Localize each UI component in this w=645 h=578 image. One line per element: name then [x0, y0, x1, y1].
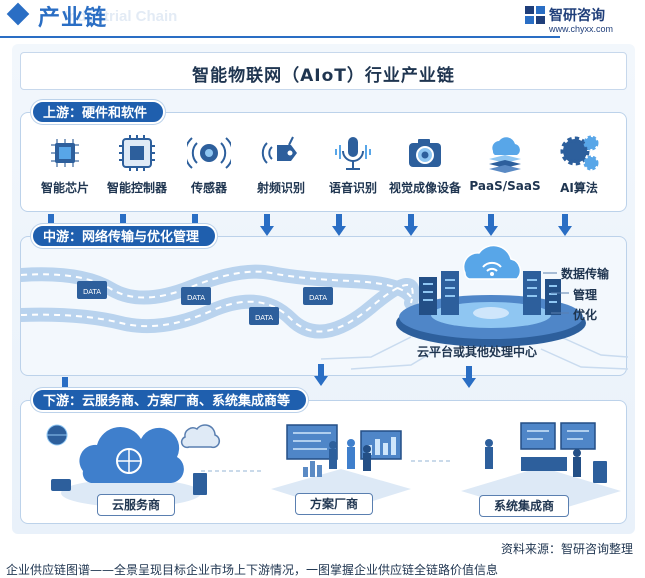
- cloud-stack-icon: [489, 137, 521, 173]
- footer-tagline: 企业供应链图谱——全景呈现目标企业市场上下游情况，一图掌握企业供应链全链路价值信…: [6, 563, 499, 577]
- sensor-icon: [187, 137, 231, 169]
- brand-logo-icon: [525, 6, 545, 24]
- upstream-item-paas: PaaS/SaaS: [465, 131, 545, 193]
- feature-label: 数据传输: [561, 267, 610, 281]
- ai-gear-icon: [560, 135, 599, 171]
- downstream-item-solution-vendor: 方案厂商: [295, 493, 374, 515]
- rfid-icon: [261, 136, 297, 164]
- upstream-item-sensor: 传感器: [169, 131, 249, 196]
- data-packet-icon: DATA: [249, 307, 279, 325]
- down-arrow-icon: [332, 214, 346, 236]
- upstream-item-label: AI算法: [560, 181, 598, 195]
- center-label: 云平台或其他处理中心: [417, 345, 538, 359]
- upstream-item-chip: 智能芯片: [25, 131, 105, 196]
- source-note: 资料来源：智研咨询整理: [500, 542, 633, 556]
- controller-icon: [119, 135, 155, 171]
- brand-name: 智研咨询: [549, 8, 605, 24]
- upstream-item-label: 智能控制器: [106, 181, 167, 195]
- cloud-service-illustration: [46, 424, 221, 507]
- upstream-item-label: PaaS/SaaS: [469, 179, 541, 193]
- down-arrow-icon: [558, 214, 572, 236]
- data-packet-icon: DATA: [181, 287, 211, 305]
- upstream-tag: 上游：硬件和软件: [31, 100, 166, 124]
- diamond-icon: [6, 2, 30, 26]
- main-title: 智能物联网（AIoT）行业产业链: [192, 66, 455, 86]
- upstream-item-label: 射频识别: [256, 181, 305, 195]
- data-packet-label: DATA: [309, 294, 327, 302]
- down-arrow-icon: [462, 366, 476, 388]
- upstream-section: 上游：硬件和软件 智能芯片: [20, 100, 627, 212]
- upstream-item-label: 智能芯片: [40, 181, 89, 195]
- data-packet-label: DATA: [83, 288, 101, 296]
- down-arrow-icon: [314, 364, 328, 386]
- feature-label: 优化: [573, 308, 598, 322]
- upstream-item-label: 视觉成像设备: [388, 181, 461, 195]
- footer-bar: [0, 560, 645, 578]
- downstream-tag: 下游：云服务商、方案厂商、系统集成商等: [31, 388, 309, 412]
- data-packet-label: DATA: [187, 294, 205, 302]
- data-packet-icon: DATA: [303, 287, 333, 305]
- downstream-section: 下游：云服务商、方案厂商、系统集成商等 云服务商 方案厂商 系统集成商: [20, 388, 627, 524]
- header-divider: [0, 36, 560, 38]
- page-header: Industrial Chain 产业链 智研咨询 www.chyxx.com: [0, 0, 645, 40]
- microphone-icon: [335, 137, 371, 170]
- upstream-item-label: 语音识别: [328, 181, 377, 195]
- upstream-item-voice: 语音识别: [313, 131, 393, 196]
- header-title: 产业链: [38, 6, 108, 31]
- camera-icon: [409, 139, 441, 167]
- upstream-item-controller: 智能控制器: [97, 131, 177, 196]
- data-packet-label: DATA: [255, 314, 273, 322]
- midstream-section: DATA DATA DATA DATA: [20, 224, 628, 376]
- upstream-item-camera: 视觉成像设备: [385, 131, 465, 196]
- main-title-box: 智能物联网（AIoT）行业产业链: [20, 52, 627, 90]
- header-ghost-text: Industrial Chain: [64, 8, 178, 25]
- data-packet-icon: DATA: [77, 281, 107, 299]
- brand-url: www.chyxx.com: [549, 24, 614, 34]
- down-arrow-icon: [484, 214, 498, 236]
- down-arrow-icon: [404, 214, 418, 236]
- network-flow-illustration: DATA DATA DATA DATA: [21, 244, 628, 370]
- feature-label: 管理: [573, 288, 598, 302]
- solution-vendor-illustration: [271, 424, 411, 511]
- upstream-item-rfid: 射频识别: [241, 131, 321, 196]
- brand-logo-block: 智研咨询 www.chyxx.com: [525, 2, 635, 36]
- downstream-item-cloud-provider: 云服务商: [97, 494, 176, 516]
- cloud-platform-icon: [396, 244, 586, 347]
- midstream-tag: 中游：网络传输与优化管理: [31, 224, 218, 248]
- upstream-item-ai: AI算法: [539, 131, 619, 196]
- diagram-panel: 智能物联网（AIoT）行业产业链 上游：硬件和软件 智能芯片: [12, 44, 635, 534]
- down-arrow-icon: [260, 214, 274, 236]
- upstream-item-label: 传感器: [190, 181, 227, 195]
- downstream-item-system-integrator: 系统集成商: [479, 495, 570, 517]
- chip-icon: [51, 139, 79, 167]
